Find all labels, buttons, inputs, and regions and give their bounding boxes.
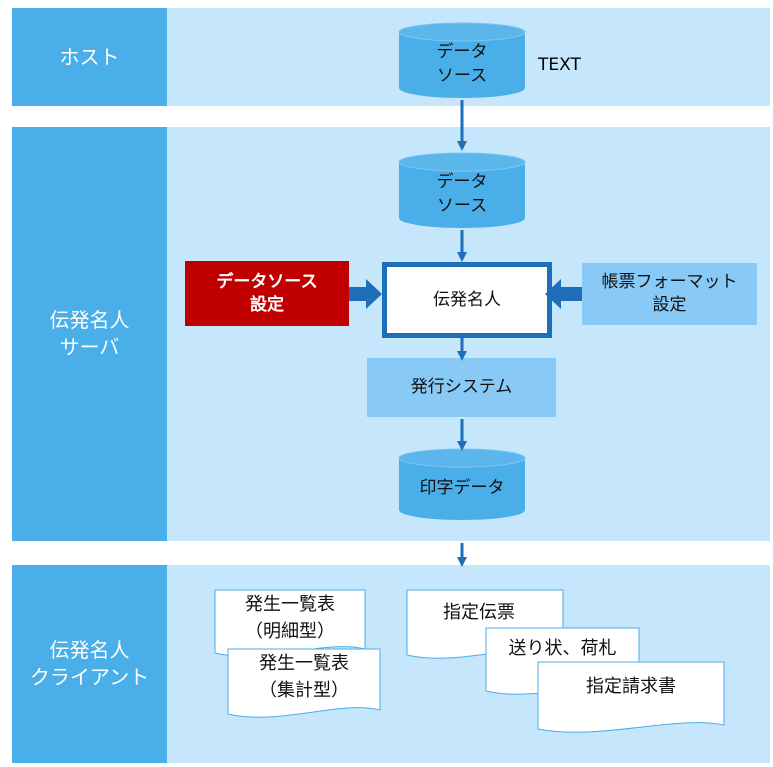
server-lane: 伝発名人 サーバ	[12, 127, 770, 541]
document-invoice-tag-label: 送り状、荷札	[508, 638, 617, 659]
host-lane-label: ホスト	[12, 8, 167, 106]
arrow-datasource-setting-to-core	[349, 279, 382, 309]
datasource-setting-box: データソース 設定	[185, 261, 349, 326]
print-data-label: 印字データ	[419, 478, 505, 498]
host-lane: ホスト	[12, 8, 770, 106]
issue-system-box: 発行システム	[367, 358, 556, 417]
server-lane-label: 伝発名人 サーバ	[12, 127, 167, 541]
denpatsu-core-box: 伝発名人	[382, 262, 552, 338]
host-datasource-cylinder: データ ソース	[398, 22, 526, 100]
form-format-setting-box: 帳票フォーマット 設定	[582, 263, 757, 325]
document-summary-detail-label: 発生一覧表 （明細型）	[245, 594, 335, 642]
document-summary-detail: 発生一覧表 （明細型）	[214, 589, 366, 661]
document-summary-total-label: 発生一覧表 （集計型）	[259, 653, 349, 701]
document-designated-slip-label: 指定伝票	[443, 602, 515, 623]
host-datasource-label: データ ソース	[436, 42, 488, 86]
document-summary-total: 発生一覧表 （集計型）	[227, 648, 381, 722]
print-data-cylinder: 印字データ	[398, 448, 526, 522]
document-designated-bill-label: 指定請求書	[586, 676, 676, 697]
text-format-label: TEXT	[538, 54, 581, 75]
document-designated-bill: 指定請求書	[537, 661, 725, 737]
arrow-format-setting-to-core	[545, 279, 582, 309]
client-lane-label: 伝発名人 クライアント	[12, 565, 167, 763]
server-datasource-label: データ ソース	[436, 172, 488, 216]
server-datasource-cylinder: データ ソース	[398, 152, 526, 230]
